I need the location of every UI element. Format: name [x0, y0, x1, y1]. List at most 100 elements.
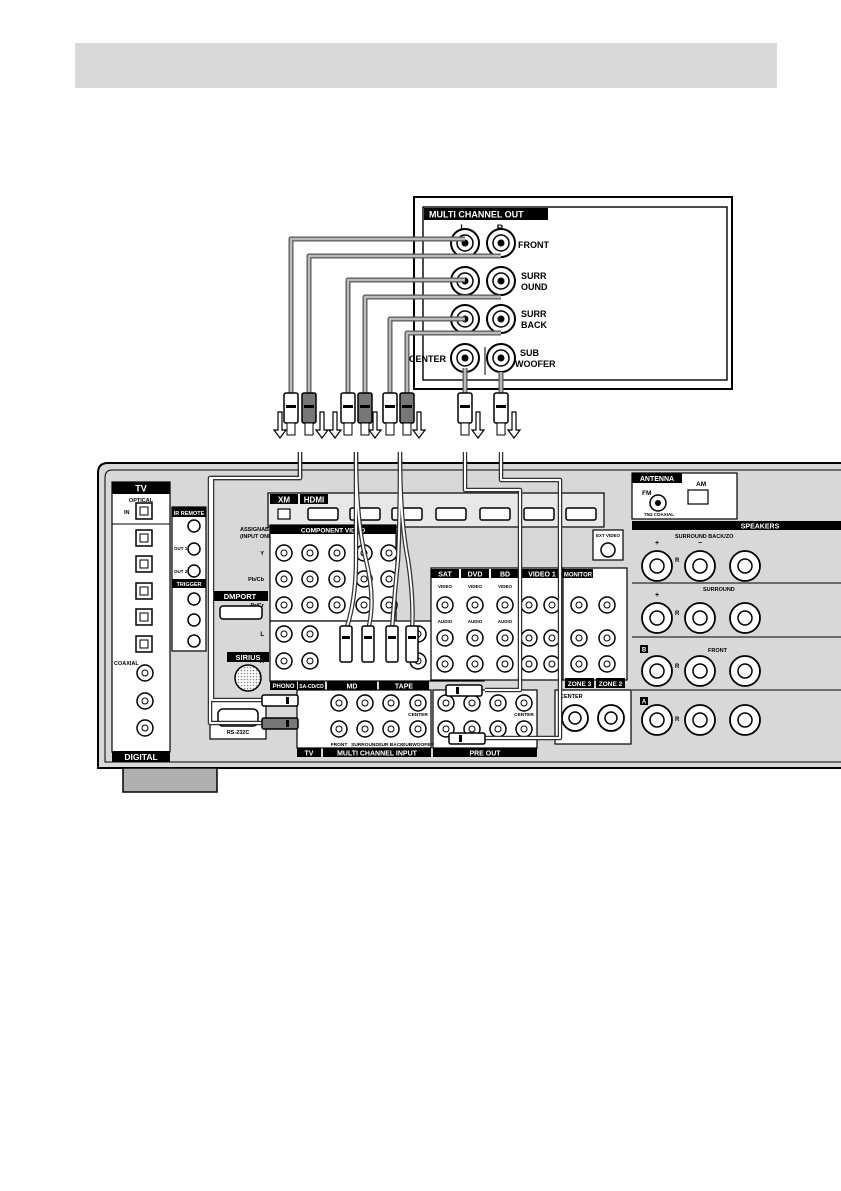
sb-minus-label: −	[698, 540, 702, 547]
tv-section-label: TV	[135, 484, 147, 494]
pb-label: Pb/Cb	[248, 577, 265, 583]
plug-front-r	[301, 392, 317, 436]
out-subwoofer-jack	[486, 343, 516, 373]
optical-label: OPTICAL	[129, 498, 154, 504]
out-front-r-jack	[486, 228, 516, 258]
surround-back-row-label-1: SURR	[521, 309, 547, 319]
md-label: MD	[347, 684, 358, 691]
flow-arrow-icon	[470, 411, 486, 439]
coax-75-label: 75Ω COAXIAL	[644, 512, 674, 517]
mci-surround-label: SURROUND	[351, 742, 379, 748]
flow-arrow-icon	[411, 411, 427, 439]
monitor-label: MONITOR	[564, 573, 593, 579]
component-video-section: ASSIGNABLE (INPUT ONLY) COMPONENT VIDEO …	[240, 524, 398, 622]
y-label: Y	[260, 551, 264, 557]
audio-cables	[207, 236, 563, 741]
plug-mci-center	[445, 684, 483, 697]
plug-mci-surround-r	[405, 625, 419, 663]
sb-plus-label: +	[655, 540, 659, 547]
flow-arrow-icon	[327, 411, 343, 439]
surround-label: SURROUND	[703, 587, 735, 593]
section-header-bar	[75, 43, 777, 88]
ir-out1-label: OUT 1	[174, 546, 188, 551]
sat-label: SAT	[438, 572, 452, 579]
surround-back-zone-label: SURROUND BACK/ZO	[675, 534, 734, 540]
center-speaker-terminals: CENTER	[554, 689, 632, 745]
monitor-zone-section: MONITOR ZONE 3 ZONE 2 EXT VIDEO	[562, 529, 628, 688]
fm-label: FM	[642, 490, 651, 497]
input-only-label: (INPUT ONLY)	[240, 534, 277, 540]
zone2-label: ZONE 2	[599, 681, 623, 688]
flow-arrow-icon	[367, 411, 383, 439]
dmport-label: DMPORT	[224, 592, 257, 601]
bd-video-label: VIDEO	[498, 584, 513, 589]
tv-in-label: IN	[124, 510, 130, 516]
dvd-label: DVD	[468, 572, 483, 579]
surround-row-label-1: SURR	[521, 271, 547, 281]
sat-audio-label: AUDIO	[438, 619, 453, 624]
mci-sur-back-label: SUR BACK	[378, 742, 404, 748]
out-center-jack	[450, 343, 480, 373]
assignable-label: ASSIGNABLE	[240, 527, 276, 533]
rca-plugs-top	[283, 392, 509, 436]
bd-label: BD	[500, 572, 510, 579]
digital-section-label: DIGITAL	[124, 752, 157, 762]
out-surround-back-r-jack	[486, 304, 516, 334]
rs232c-label: RS-232C	[227, 730, 250, 736]
multi-channel-out-title: MULTI CHANNEL OUT	[429, 210, 524, 220]
tape-label: TAPE	[395, 684, 413, 691]
sat-video-label: VIDEO	[438, 584, 453, 589]
plug-mci-side-l	[261, 694, 299, 707]
plug-surround-back-l	[382, 392, 398, 436]
source-component-panel: MULTI CHANNEL OUT L R FRONT SURR OUND SU…	[409, 196, 733, 390]
fa-r-label: R	[675, 717, 680, 723]
dvd-audio-label: AUDIO	[468, 619, 483, 624]
speaker-terminals: SPEAKERS SURROUND BACK/ZO + R − SURROUND…	[632, 521, 841, 736]
ir-out2-label: OUT 2	[174, 569, 188, 574]
sr-r-label: R	[675, 611, 680, 617]
analog-r-label: R	[260, 659, 265, 665]
xm-hdmi-section: XM HDMI	[267, 492, 605, 528]
plug-mci-surround-l	[385, 625, 399, 663]
hdmi-label: HDMI	[304, 496, 324, 505]
sirius-label: SIRIUS	[235, 653, 260, 662]
pre-out-label: PRE OUT	[469, 751, 501, 758]
speakers-label: SPEAKERS	[741, 524, 780, 531]
plug-mci-front-r	[361, 625, 375, 663]
coaxial-label: COAXIAL	[114, 661, 139, 667]
mci-tv-label: TV	[305, 751, 314, 758]
mci-front-label: FRONT	[331, 742, 348, 748]
digital-input-section: TV OPTICAL IN COAXIAL DIGITAL	[111, 481, 171, 762]
out-surround-r-jack	[486, 266, 516, 296]
out-front-l-jack	[450, 228, 480, 258]
ir-remote-label: IR REMOTE	[174, 511, 205, 517]
analog-l-label: L	[260, 632, 264, 638]
am-label: AM	[696, 481, 706, 488]
plug-mci-subwoofer	[448, 732, 486, 745]
ext-video-label: EXT VIDEO	[596, 533, 621, 538]
zone3-label: ZONE 3	[568, 681, 592, 688]
plug-subwoofer	[493, 392, 509, 436]
front-b-label: FRONT	[708, 648, 728, 654]
multi-channel-input-section: FRONT SURROUND SUR BACK SUBWOOFER CENTER…	[296, 689, 434, 758]
a-label: A	[642, 700, 647, 706]
sr-plus-label: +	[655, 592, 659, 599]
xm-label: XM	[278, 496, 290, 505]
ir-remote-trigger-section: IR REMOTE OUT 1 OUT 2 TRIGGER	[171, 506, 207, 652]
mci-subwoofer-label: SUBWOOFER	[402, 742, 434, 748]
plug-surround-back-r	[399, 392, 415, 436]
flow-arrow-icon	[314, 411, 330, 439]
front-row-label: FRONT	[518, 240, 549, 250]
video1-label: VIDEO 1	[528, 572, 556, 579]
fb-r-label: R	[675, 664, 680, 670]
signal-flow-arrows	[272, 411, 522, 439]
sacd-label: SA-CD/CD	[299, 684, 324, 690]
plug-front-l	[283, 392, 299, 436]
dvd-video-label: VIDEO	[468, 584, 483, 589]
av-input-columns: SAT DVD BD VIDEO 1 VIDEO VIDEO VIDEO AUD…	[430, 567, 564, 681]
flow-arrow-icon	[506, 411, 522, 439]
plug-center	[457, 392, 473, 436]
antenna-label: ANTENNA	[640, 476, 674, 483]
center-row-label: CENTER	[409, 354, 447, 364]
